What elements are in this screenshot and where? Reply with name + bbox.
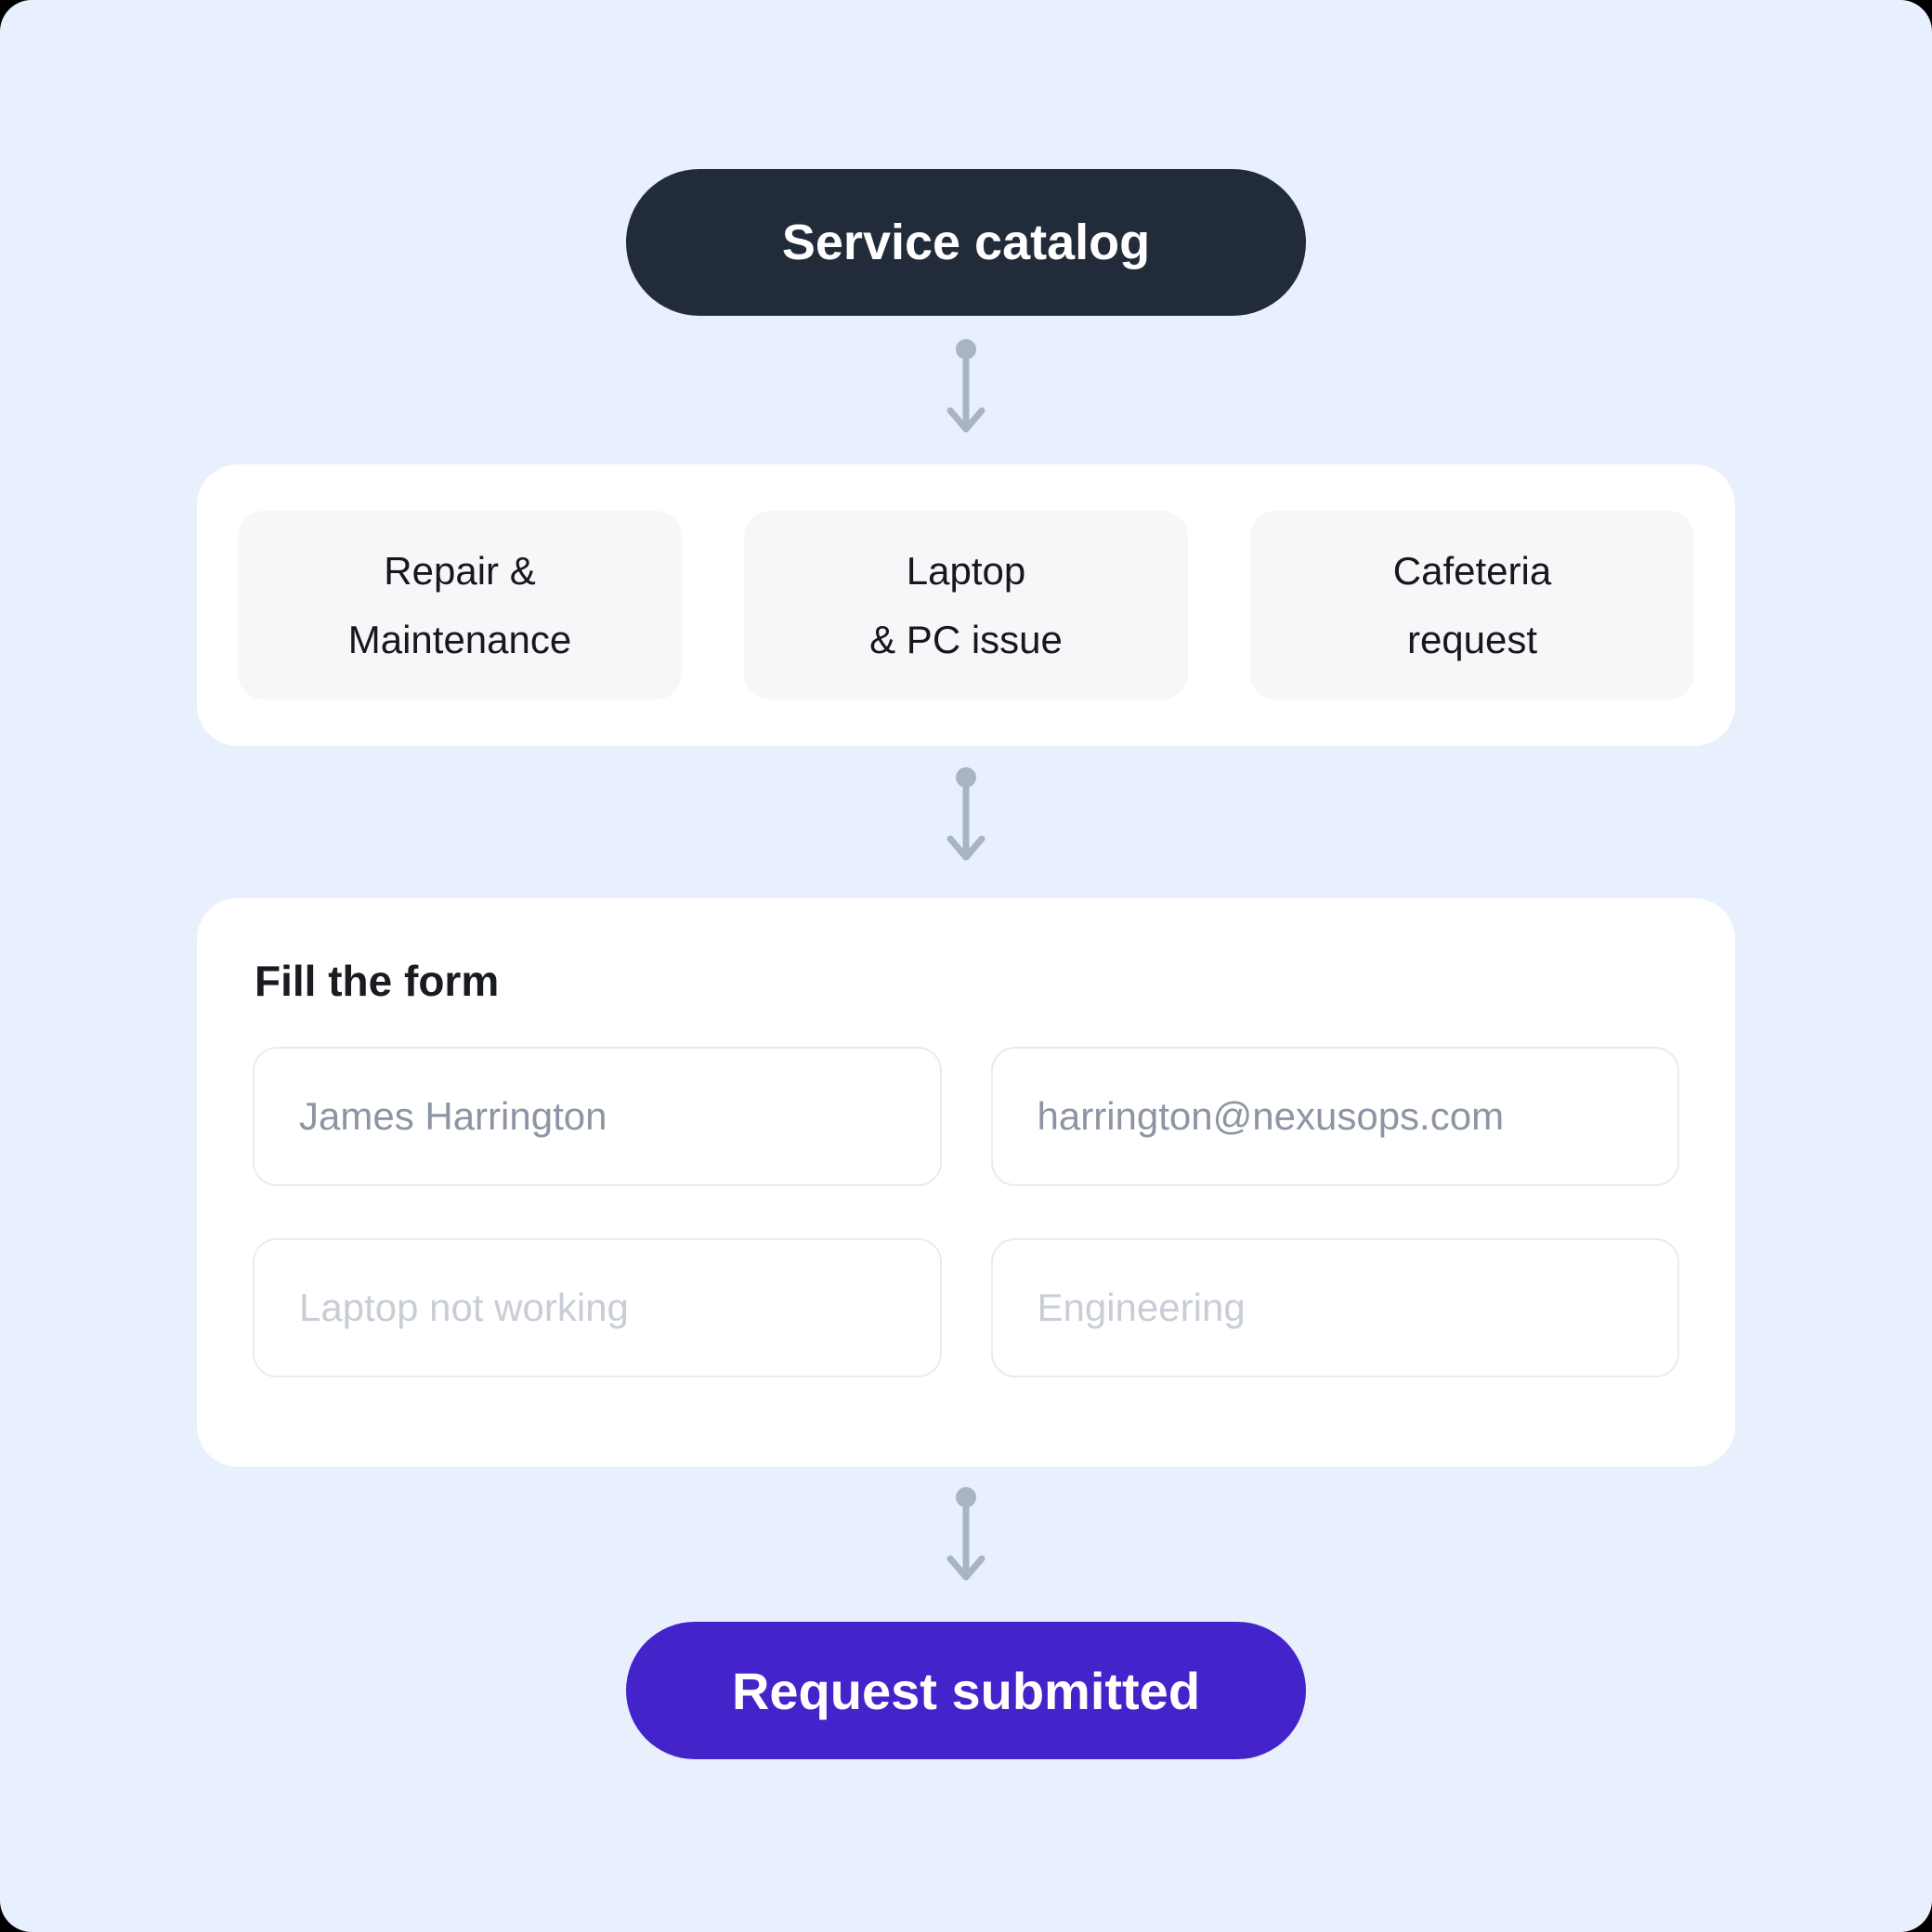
form-card: Fill the form [197,898,1735,1467]
arrow-down-icon [946,339,986,433]
option-cafeteria-request[interactable]: Cafeteria request [1250,511,1694,699]
service-options-card: Repair & Maintenance Laptop & PC issue C… [197,464,1735,746]
department-input[interactable] [990,1238,1679,1377]
option-laptop-pc-issue[interactable]: Laptop & PC issue [744,511,1188,699]
option-label-line: Repair & [384,548,536,593]
request-submitted-label: Request submitted [731,1661,1201,1720]
option-label-line: request [1406,617,1538,661]
email-input[interactable] [990,1047,1679,1186]
option-label-line: & PC issue [869,617,1063,661]
service-catalog-node: Service catalog [626,169,1306,316]
option-repair-maintenance[interactable]: Repair & Maintenance [238,511,682,699]
arrow-down-icon [946,1487,986,1581]
option-label-line: Cafeteria [1392,548,1552,593]
form-title: Fill the form [255,957,500,1005]
name-input[interactable] [253,1047,942,1186]
service-catalog-label: Service catalog [781,215,1151,270]
issue-input[interactable] [253,1238,942,1377]
option-label-line: Laptop [906,548,1026,593]
request-submitted-node: Request submitted [626,1622,1306,1759]
form-fields [253,1047,1679,1377]
option-label-line: Maintenance [347,617,572,661]
arrow-down-icon [946,767,986,861]
